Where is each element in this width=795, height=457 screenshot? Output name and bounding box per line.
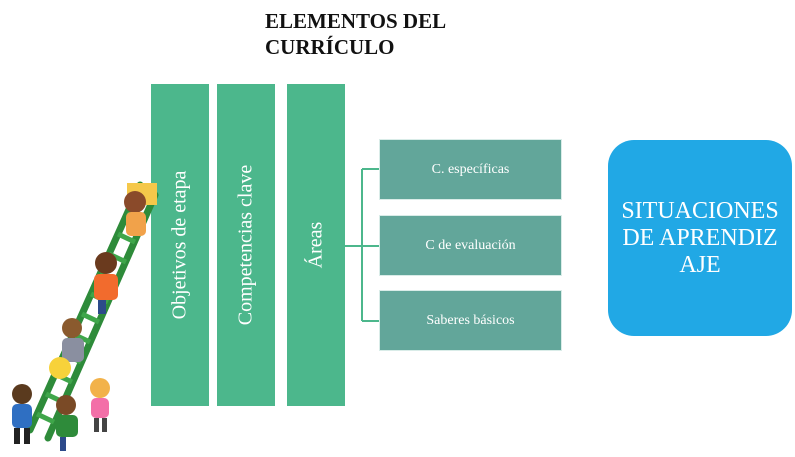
column-competencias-clave: Competencias clave	[217, 84, 275, 406]
child-icon	[94, 252, 118, 314]
child-icon	[124, 183, 157, 236]
sub-item-saberes-basicos: Saberes básicos	[379, 290, 562, 351]
child-icon	[62, 318, 84, 362]
column-areas: Áreas	[287, 84, 345, 406]
child-icon	[56, 395, 78, 451]
children-climbing-ladder-illustration	[12, 181, 159, 451]
column-objetivos-de-etapa: Objetivos de etapa	[151, 84, 209, 406]
diagram-title: ELEMENTOS DEL CURRÍCULO	[265, 9, 445, 59]
child-icon	[90, 378, 110, 432]
child-icon	[49, 357, 71, 379]
child-icon	[12, 384, 32, 444]
sub-item-c-de-evaluacion: C de evaluación	[379, 215, 562, 276]
sub-item-c-especificas: C. específicas	[379, 139, 562, 200]
situaciones-de-aprendizaje-box: SITUACIONES DE APRENDIZAJE	[608, 140, 792, 336]
